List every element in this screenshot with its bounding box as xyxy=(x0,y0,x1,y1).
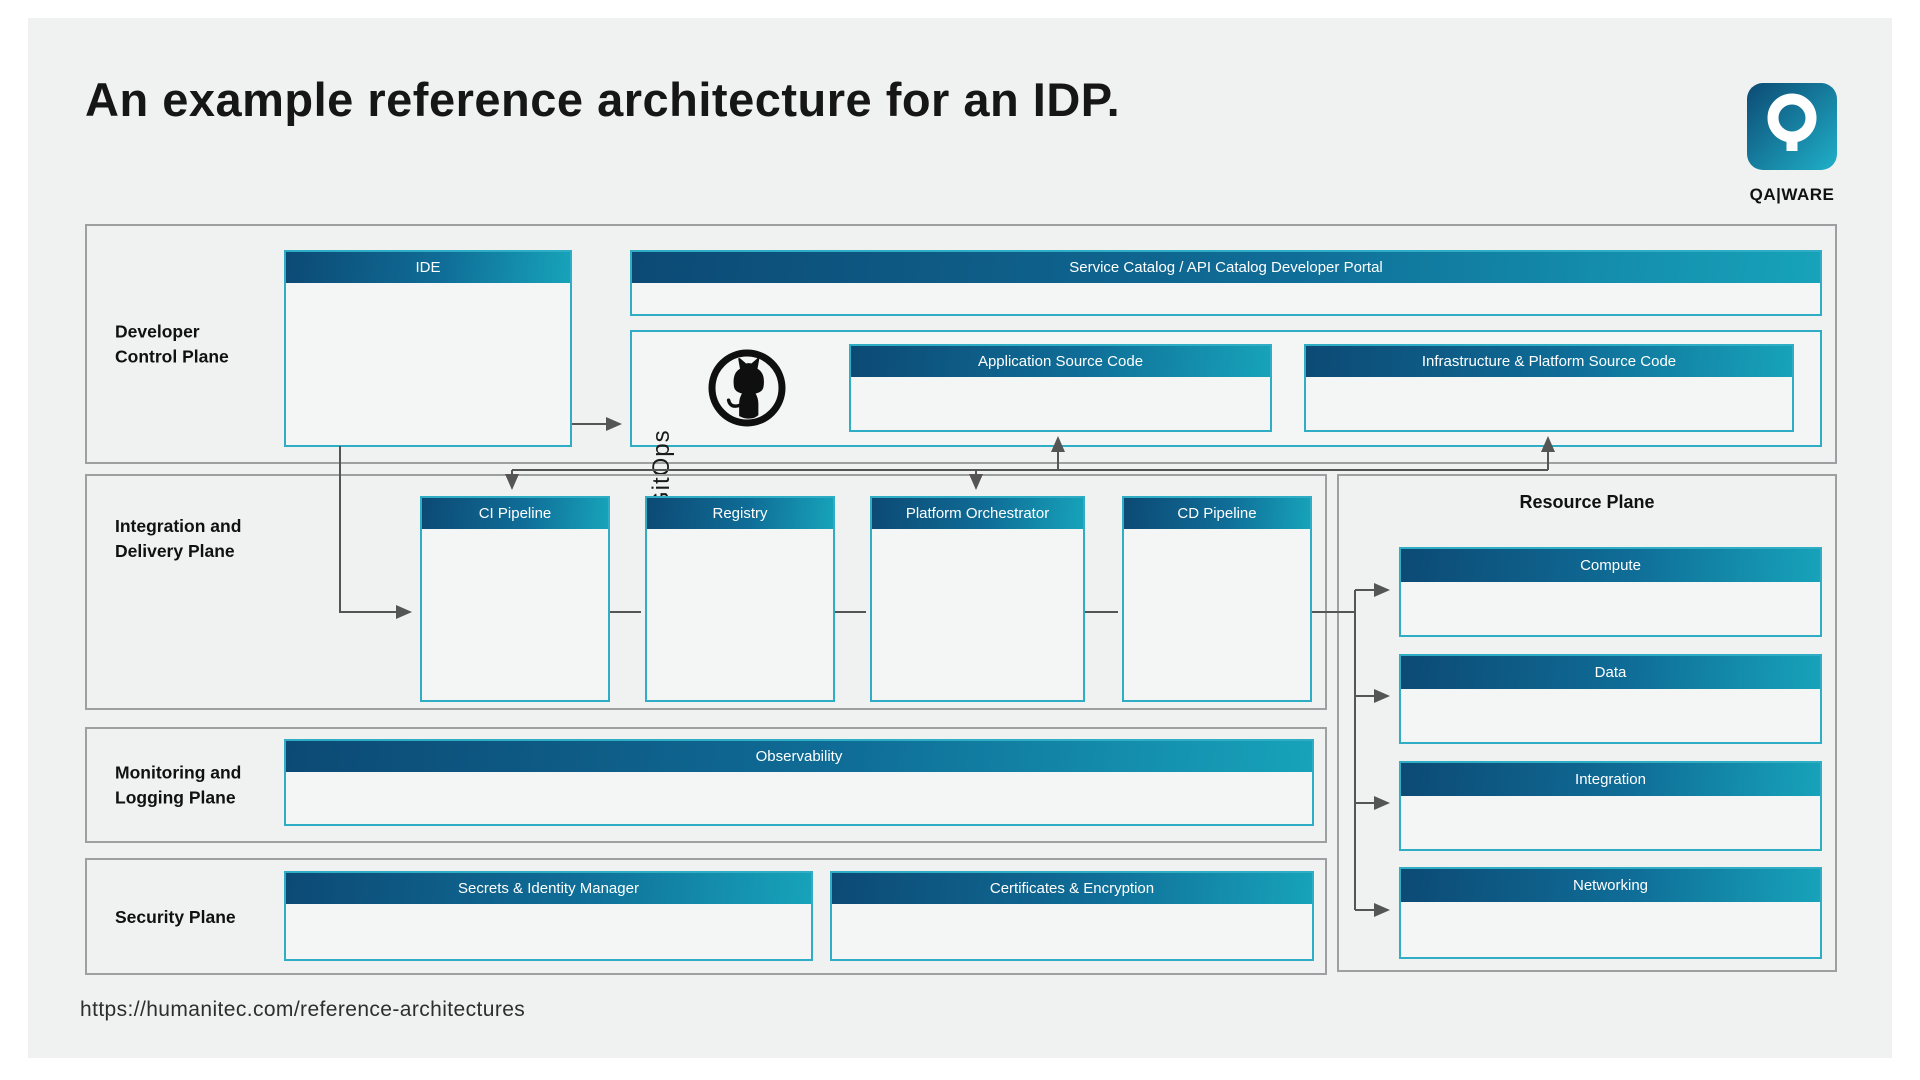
plane-security-label: Security Plane xyxy=(115,906,236,927)
component-application-source-body xyxy=(851,377,1270,430)
plane-integration-delivery-label: Integration and Delivery Plane xyxy=(115,516,242,561)
component-secrets-identity-body xyxy=(286,904,811,959)
component-platform-orchestrator-header: Platform Orchestrator xyxy=(872,498,1083,529)
component-infrastructure-source-body xyxy=(1306,377,1792,430)
component-secrets-identity-header: Secrets & Identity Manager xyxy=(286,873,811,904)
component-ci-pipeline-header: CI Pipeline xyxy=(422,498,608,529)
component-infrastructure-source-header: Infrastructure & Platform Source Code xyxy=(1306,346,1792,377)
component-service-catalog-header: Service Catalog / API Catalog Developer … xyxy=(632,252,1820,283)
component-integration: Integration xyxy=(1399,761,1822,851)
component-ide: IDE xyxy=(284,250,572,447)
magnifier-q-icon xyxy=(1747,83,1837,170)
component-application-source-header: Application Source Code xyxy=(851,346,1270,377)
component-compute: Compute xyxy=(1399,547,1822,637)
qaware-logo xyxy=(1747,83,1837,170)
component-certificates-encryption-header: Certificates & Encryption xyxy=(832,873,1312,904)
component-platform-orchestrator-body xyxy=(872,529,1083,700)
component-compute-header: Compute xyxy=(1401,549,1820,582)
component-cd-pipeline-header: CD Pipeline xyxy=(1124,498,1310,529)
plane-resource: Resource Plane Compute Data Integration … xyxy=(1337,474,1837,972)
plane-resource-label: Resource Plane xyxy=(1519,492,1655,512)
plane-monitoring-logging-label: Monitoring and Logging Plane xyxy=(115,762,242,808)
component-registry-header: Registry xyxy=(647,498,833,529)
component-networking-header: Networking xyxy=(1401,869,1820,902)
gitops-group: GitOps Application Source Code Infrastru… xyxy=(630,330,1822,510)
component-integration-header: Integration xyxy=(1401,763,1820,796)
component-ci-pipeline: CI Pipeline xyxy=(420,496,610,702)
component-observability-body xyxy=(286,772,1312,824)
component-ide-body xyxy=(286,283,570,445)
component-registry-body xyxy=(647,529,833,700)
brand-wordmark: QA|WARE xyxy=(1749,185,1835,204)
component-data-body xyxy=(1401,689,1820,742)
component-secrets-identity: Secrets & Identity Manager xyxy=(284,871,813,961)
plane-developer-control-label: Developer Control Plane xyxy=(115,321,229,367)
component-certificates-encryption: Certificates & Encryption xyxy=(830,871,1314,961)
plane-monitoring-logging: Monitoring and Logging Plane Observabili… xyxy=(85,727,1327,843)
component-compute-body xyxy=(1401,582,1820,635)
component-data-header: Data xyxy=(1401,656,1820,689)
component-infrastructure-source: Infrastructure & Platform Source Code xyxy=(1304,344,1794,432)
plane-security: Security Plane Secrets & Identity Manage… xyxy=(85,858,1327,975)
component-platform-orchestrator: Platform Orchestrator xyxy=(870,496,1085,702)
plane-integration-delivery: Integration and Delivery Plane CI Pipeli… xyxy=(85,474,1327,710)
component-application-source: Application Source Code xyxy=(849,344,1272,432)
component-ide-header: IDE xyxy=(286,252,570,283)
page-title: An example reference architecture for an… xyxy=(85,73,1121,126)
component-service-catalog: Service Catalog / API Catalog Developer … xyxy=(630,250,1822,316)
component-integration-body xyxy=(1401,796,1820,849)
component-cd-pipeline-body xyxy=(1124,529,1310,700)
component-ci-pipeline-body xyxy=(422,529,608,700)
component-cd-pipeline: CD Pipeline xyxy=(1122,496,1312,702)
component-networking: Networking xyxy=(1399,867,1822,959)
source-url: https://humanitec.com/reference-architec… xyxy=(80,998,526,1021)
component-data: Data xyxy=(1399,654,1822,744)
component-certificates-encryption-body xyxy=(832,904,1312,959)
component-observability: Observability xyxy=(284,739,1314,826)
plane-developer-control: Developer Control Plane IDE Service Cata… xyxy=(85,224,1837,510)
github-octocat-icon xyxy=(705,346,789,435)
component-service-catalog-body xyxy=(632,283,1820,314)
component-registry: Registry xyxy=(645,496,835,702)
component-networking-body xyxy=(1401,902,1820,957)
component-observability-header: Observability xyxy=(286,741,1312,772)
